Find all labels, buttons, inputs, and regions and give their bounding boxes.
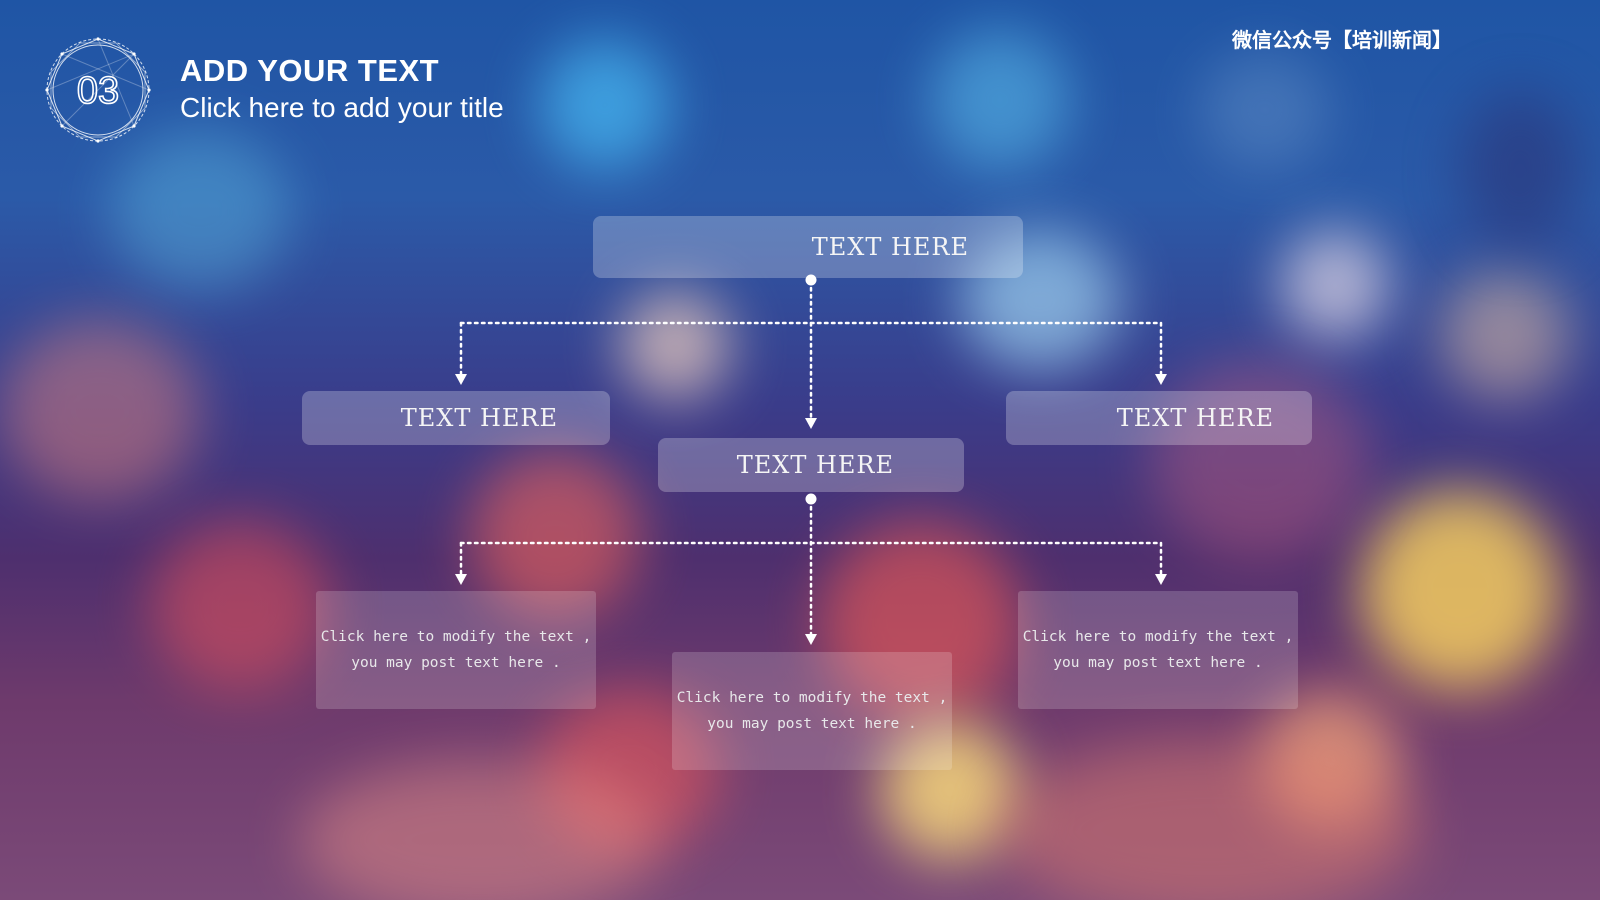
bokeh-light: [0, 320, 200, 500]
diagram-root-label: TEXT HERE: [811, 233, 969, 261]
arrow-down-icon: [455, 374, 467, 385]
bokeh-light: [1360, 490, 1560, 690]
section-number: 03: [77, 70, 119, 112]
bokeh-light: [1200, 50, 1330, 170]
slide-title[interactable]: ADD YOUR TEXT: [180, 53, 440, 88]
bokeh-light: [540, 690, 720, 850]
slide-subtitle[interactable]: Click here to add your title: [180, 92, 504, 123]
diagram-node-right[interactable]: TEXT HERE: [1006, 391, 1312, 445]
arrow-down-icon: [805, 418, 817, 429]
description-line: Click here to modify the text ,: [320, 629, 592, 645]
diagram-node-center-label: TEXT HERE: [736, 451, 894, 479]
bokeh-light: [620, 290, 730, 400]
diagram-node-left[interactable]: TEXT HERE: [302, 391, 610, 445]
description-line: you may post text here .: [707, 716, 917, 732]
bokeh-light: [150, 520, 330, 690]
diagram-node-right-label: TEXT HERE: [1116, 404, 1274, 432]
section-number-badge: 03: [45, 37, 151, 143]
bokeh-shadow: [1460, 90, 1580, 250]
connector-node-dot: [805, 274, 817, 286]
arrow-down-icon: [805, 634, 817, 645]
bokeh-light: [1150, 360, 1370, 560]
description-line: Click here to modify the text ,: [676, 690, 948, 706]
arrow-down-icon: [455, 574, 467, 585]
bokeh-light: [470, 450, 640, 620]
bokeh-light: [1260, 690, 1400, 830]
bokeh-light: [930, 30, 1070, 170]
arrow-down-icon: [1155, 374, 1167, 385]
description-line: Click here to modify the text ,: [1022, 629, 1294, 645]
connector-node-dot: [805, 493, 817, 505]
arrow-down-icon: [1155, 574, 1167, 585]
diagram-node-left-label: TEXT HERE: [400, 404, 558, 432]
description-line: you may post text here .: [1053, 655, 1263, 671]
bokeh-light: [880, 720, 1020, 860]
diagram-root-box[interactable]: TEXT HERE: [593, 216, 1023, 278]
bokeh-light: [300, 760, 660, 900]
bokeh-light: [1000, 740, 1420, 900]
description-box-right[interactable]: Click here to modify the text , you may …: [1018, 591, 1298, 709]
bokeh-light: [110, 130, 290, 290]
description-box-center[interactable]: Click here to modify the text , you may …: [672, 652, 952, 770]
diagram-node-center[interactable]: TEXT HERE: [658, 438, 964, 492]
bokeh-light: [540, 40, 670, 170]
watermark-text: 微信公众号【培训新闻】: [1232, 28, 1452, 52]
description-line: you may post text here .: [351, 655, 561, 671]
bokeh-light: [820, 520, 1020, 720]
bokeh-light: [1440, 270, 1570, 400]
bokeh-light: [960, 230, 1120, 370]
description-box-left[interactable]: Click here to modify the text , you may …: [316, 591, 596, 709]
bokeh-light: [1280, 230, 1390, 340]
